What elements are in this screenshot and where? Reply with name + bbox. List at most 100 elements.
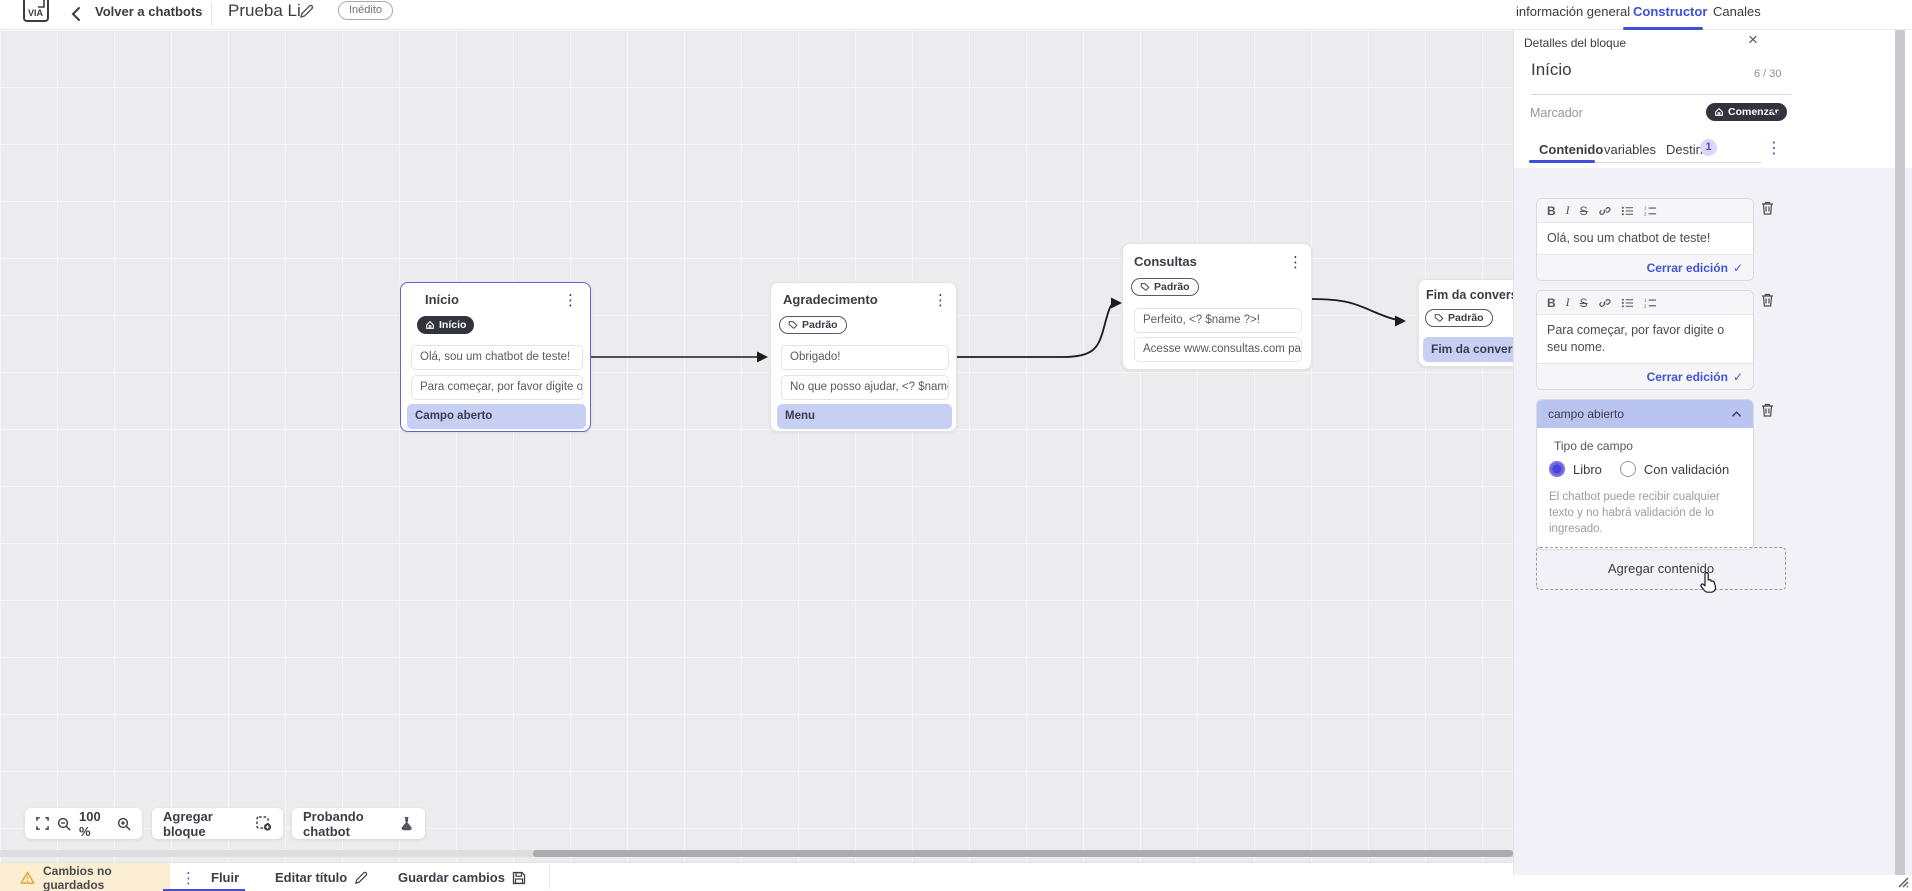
block-action-item[interactable]: Campo aberto [407,404,586,429]
fullscreen-icon[interactable] [36,817,49,830]
radio-libro[interactable] [1549,461,1565,477]
bold-icon[interactable]: B [1547,203,1556,218]
block-action-item[interactable]: Menu [777,404,952,429]
italic-icon[interactable]: I [1565,295,1570,309]
message-text-input[interactable]: Para começar, por favor digite o seu nom… [1537,315,1753,363]
block-badge-padrao: Padrão [1425,309,1493,327]
block-title: Consultas [1134,254,1197,269]
tab-fluir[interactable]: Fluir [211,870,240,885]
close-icon[interactable]: × [1748,30,1758,49]
flow-canvas[interactable] [0,30,1513,862]
canvas-hscroll-thumb[interactable] [533,850,1513,857]
italic-icon[interactable]: I [1565,203,1570,217]
field-helper-text: El chatbot puede recibir cualquier texto… [1549,491,1720,535]
zoom-level: 100 % [79,808,101,839]
edit-title-pencil-icon[interactable] [299,4,314,19]
block-name-underline [1531,94,1791,95]
svg-text:1: 1 [1644,205,1647,210]
check-icon: ✓ [1732,369,1743,384]
flow-block-consultas[interactable]: Consultas ⋮ Padrão Perfeito, <? $name ?>… [1122,243,1312,370]
tabs-divider [1529,162,1761,163]
open-field-title: campo abierto [1548,407,1625,421]
flow-block-agradecimento[interactable]: Agradecimento ⋮ Padrão Obrigado! No que … [770,282,957,432]
radio-libro-label: Libro [1573,461,1602,477]
close-editing-button[interactable]: Cerrar edición ✓ [1537,254,1753,280]
bullet-list-icon[interactable] [1621,297,1634,309]
radio-con-validacion[interactable] [1619,461,1636,477]
link-icon[interactable] [1598,204,1611,217]
flask-icon [400,816,414,831]
statusbar-divider [549,866,550,889]
panel-title: Detalles del bloque [1524,36,1627,50]
flow-menu-icon[interactable]: ⋮ [181,870,196,887]
marker-label: Marcador [1530,106,1583,120]
open-field-header[interactable]: campo abierto [1537,400,1753,428]
edit-title-button[interactable]: Editar título [275,870,368,885]
flow-block-inicio[interactable]: Início ⋮ Início Olá, sou um chatbot de t… [400,282,591,432]
test-chatbot-button[interactable]: Probando chatbot [292,808,425,839]
panel-scrollbar[interactable] [1895,30,1905,875]
check-icon: ✓ [1732,260,1743,275]
chevron-up-icon[interactable] [1731,410,1742,418]
panel-menu-icon[interactable]: ⋮ [1766,140,1782,157]
block-menu-icon[interactable]: ⋮ [933,292,948,309]
save-changes-button[interactable]: Guardar cambios [398,870,526,885]
block-menu-icon[interactable]: ⋮ [563,292,578,309]
delete-content-icon[interactable] [1760,292,1775,308]
back-to-chatbots-link[interactable]: Volver a chatbots [95,4,203,19]
marker-value-pill[interactable]: Comenzar [1706,103,1787,121]
test-chatbot-label: Probando chatbot [303,808,364,839]
tab-variables[interactable]: variables [1604,142,1657,157]
svg-text:VIA: VIA [28,8,44,18]
char-counter: 6 / 30 [1754,68,1782,80]
block-badge-padrao: Padrão [1131,278,1199,296]
zoom-in-icon[interactable] [117,817,131,831]
zoom-toolbar: 100 % [25,808,142,839]
active-flow-tab-underline [163,889,245,891]
block-title: Agradecimento [783,292,878,307]
block-name-input[interactable]: Início [1531,60,1572,79]
bullet-list-icon[interactable] [1621,205,1634,217]
block-message-item[interactable]: Olá, sou um chatbot de teste! [411,345,583,370]
strikethrough-icon[interactable]: S [1579,203,1588,218]
close-editing-button[interactable]: Cerrar edición ✓ [1537,363,1753,389]
block-menu-icon[interactable]: ⋮ [1288,254,1303,271]
add-block-button[interactable]: Agregar bloque [152,808,283,839]
tab-contenido[interactable]: Contenido [1539,142,1604,157]
delete-content-icon[interactable] [1760,200,1775,216]
strikethrough-icon[interactable]: S [1579,295,1588,310]
flow-connectors [591,297,1406,363]
delete-content-icon[interactable] [1760,402,1775,418]
app-logo[interactable]: VIA [22,0,50,25]
block-message-item[interactable]: Obrigado! [781,345,949,370]
tab-informacion-general[interactable]: información general [1516,4,1631,19]
svg-text:1: 1 [1644,297,1647,302]
tab-canales[interactable]: Canales [1713,4,1761,19]
tab-constructor[interactable]: Constructor [1633,4,1708,19]
add-content-button[interactable]: Agregar contenido [1536,547,1786,590]
block-message-item[interactable]: Perfeito, <? $name ?>! [1134,308,1302,333]
chevron-down-icon[interactable] [1771,108,1783,118]
radio-con-validacion-label: Con validación [1643,461,1730,477]
zoom-out-icon[interactable] [57,817,71,831]
status-badge: Inédito [338,1,394,20]
message-text-input[interactable]: Olá, sou um chatbot de teste! [1537,223,1753,254]
back-chevron-icon[interactable] [70,6,82,22]
topbar: VIA Volver a chatbots Prueba Li Inédito … [0,0,1912,30]
svg-text:2: 2 [1644,211,1647,216]
link-icon[interactable] [1598,296,1611,309]
tab-destino[interactable]: Destino [1666,142,1711,157]
block-message-item[interactable]: No que posso ajudar, <? $name ... [781,375,949,400]
save-icon [512,871,526,885]
bold-icon[interactable]: B [1547,295,1556,310]
block-message-item[interactable]: Acesse www.consultas.com par... [1134,337,1302,362]
block-message-item[interactable]: Para começar, por favor digite o ... [411,375,583,400]
open-field-section: campo abierto Tipo de campo Libro Con va… [1536,399,1754,550]
